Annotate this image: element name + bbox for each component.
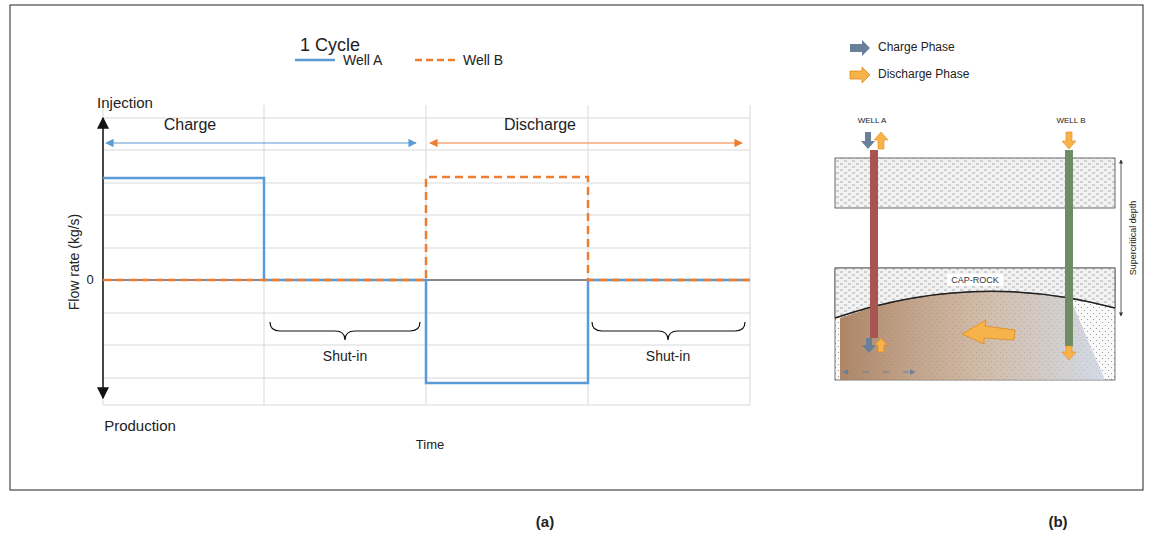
shut-in-label: Shut-in <box>320 348 370 364</box>
phase-arrow <box>106 142 416 143</box>
well-b <box>1065 150 1073 346</box>
axis-end-label: Production <box>104 417 176 434</box>
legend-sample <box>295 59 335 62</box>
grid <box>103 105 750 405</box>
charge-arrow-symbol <box>850 40 870 56</box>
charge-arrow <box>861 132 875 149</box>
layer-label: CAP-ROCK <box>947 274 1003 286</box>
y-axis <box>102 118 104 398</box>
brace <box>592 322 745 340</box>
brace <box>270 322 420 340</box>
legend-label: Charge Phase <box>878 41 955 55</box>
legend-label: Well B <box>463 52 503 68</box>
phase-label: Charge <box>164 116 216 134</box>
axis-end-label: Injection <box>97 94 153 111</box>
frame <box>10 5 1143 490</box>
discharge-arrow <box>1062 132 1076 149</box>
well-a-series <box>103 178 750 383</box>
grid-line <box>103 105 104 405</box>
panel-label: (a) <box>536 513 554 530</box>
well-b-series <box>103 177 750 280</box>
discharge-arrow-symbol <box>850 67 870 83</box>
rock-layer: CAP-ROCK <box>905 270 1045 290</box>
phase-label: Discharge <box>504 116 576 134</box>
grid-line <box>103 215 750 216</box>
phase-arrow <box>430 142 742 143</box>
discharge-arrow <box>875 338 887 352</box>
well-a <box>870 150 878 338</box>
grid-line <box>103 405 750 406</box>
extent-arrow <box>843 372 915 373</box>
discharge-arrow <box>874 132 888 149</box>
series <box>103 177 750 383</box>
discharge-arrow <box>1062 346 1076 360</box>
legend-label: Well A <box>343 52 382 68</box>
flow-arrow <box>962 320 1015 344</box>
legend-sample <box>415 59 455 62</box>
legend-label: Discharge Phase <box>878 68 969 82</box>
axis-title: Flow rate (kg/s) <box>66 214 82 310</box>
charge-arrow <box>862 338 876 353</box>
tick-label: 0 <box>86 273 93 288</box>
axis-title: Time <box>416 438 444 453</box>
well-label: WELL A <box>858 116 887 125</box>
depth-dimension <box>1121 160 1122 316</box>
shut-in-label: Shut-in <box>643 348 693 364</box>
well-label: WELL B <box>1056 116 1085 125</box>
dimension-label: Supercritical depth <box>1128 201 1138 276</box>
grid-line <box>103 150 750 151</box>
panel-label: (b) <box>1048 513 1067 530</box>
